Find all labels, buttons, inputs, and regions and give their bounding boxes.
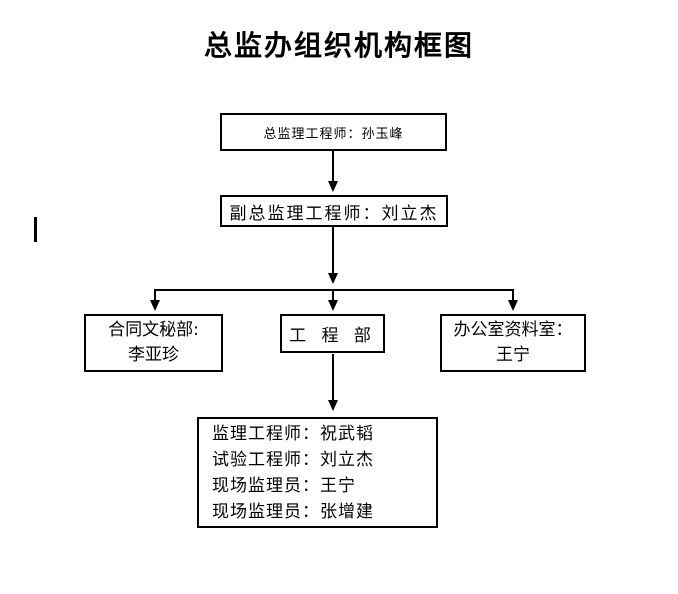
org-box-chief-label: 总监理工程师：孙玉峰: [263, 126, 404, 142]
staff-line-site-supervisor-1: 现场监理员：王宁: [212, 475, 356, 496]
connector-deputy-trunk-arrowhead: [328, 273, 338, 284]
staff-line-supervision-engineer: 监理工程师：祝武韬: [212, 423, 374, 444]
org-box-contract-dept-person: 李亚珍: [128, 345, 179, 365]
staff-line-site-supervisor-2: 现场监理员：张增建: [212, 501, 374, 522]
org-box-deputy[interactable]: 副总监理工程师：刘立杰: [220, 195, 448, 227]
org-box-deputy-label: 副总监理工程师：刘立杰: [229, 203, 439, 224]
connector-fanout-bar: [154, 289, 514, 291]
org-box-engineering-dept[interactable]: 工 程 部: [280, 314, 385, 353]
org-box-contract-dept-name: 合同文秘部:: [108, 320, 199, 340]
connector-engineering-arrowhead: [328, 300, 338, 311]
org-box-contract-dept[interactable]: 合同文秘部: 李亚珍: [84, 314, 223, 372]
connector-contract-arrowhead: [150, 300, 160, 311]
org-box-engineering-dept-label: 工 程 部: [289, 326, 376, 346]
connector-deputy-trunk-line: [332, 227, 334, 273]
org-box-office-archive[interactable]: 办公室资料室： 王宁: [440, 314, 586, 372]
connector-chief-deputy-line: [332, 151, 334, 181]
connector-contract-line: [154, 290, 156, 300]
connector-staff-line: [332, 354, 334, 400]
connector-office-line: [512, 290, 514, 300]
connector-office-arrowhead: [508, 300, 518, 311]
org-box-staff-list[interactable]: 监理工程师：祝武韬 试验工程师：刘立杰 现场监理员：王宁 现场监理员：张增建: [197, 417, 438, 528]
org-box-office-archive-name: 办公室资料室：: [453, 320, 573, 340]
connector-chief-deputy-arrowhead: [328, 181, 338, 192]
org-box-office-archive-person: 王宁: [496, 345, 530, 365]
text-cursor: [34, 217, 37, 242]
staff-line-test-engineer: 试验工程师：刘立杰: [212, 449, 374, 470]
page-title: 总监办组织机构框图: [203, 29, 474, 62]
connector-engineering-line: [332, 290, 334, 300]
org-box-chief[interactable]: 总监理工程师：孙玉峰: [220, 113, 447, 151]
connector-staff-arrowhead: [328, 400, 338, 411]
